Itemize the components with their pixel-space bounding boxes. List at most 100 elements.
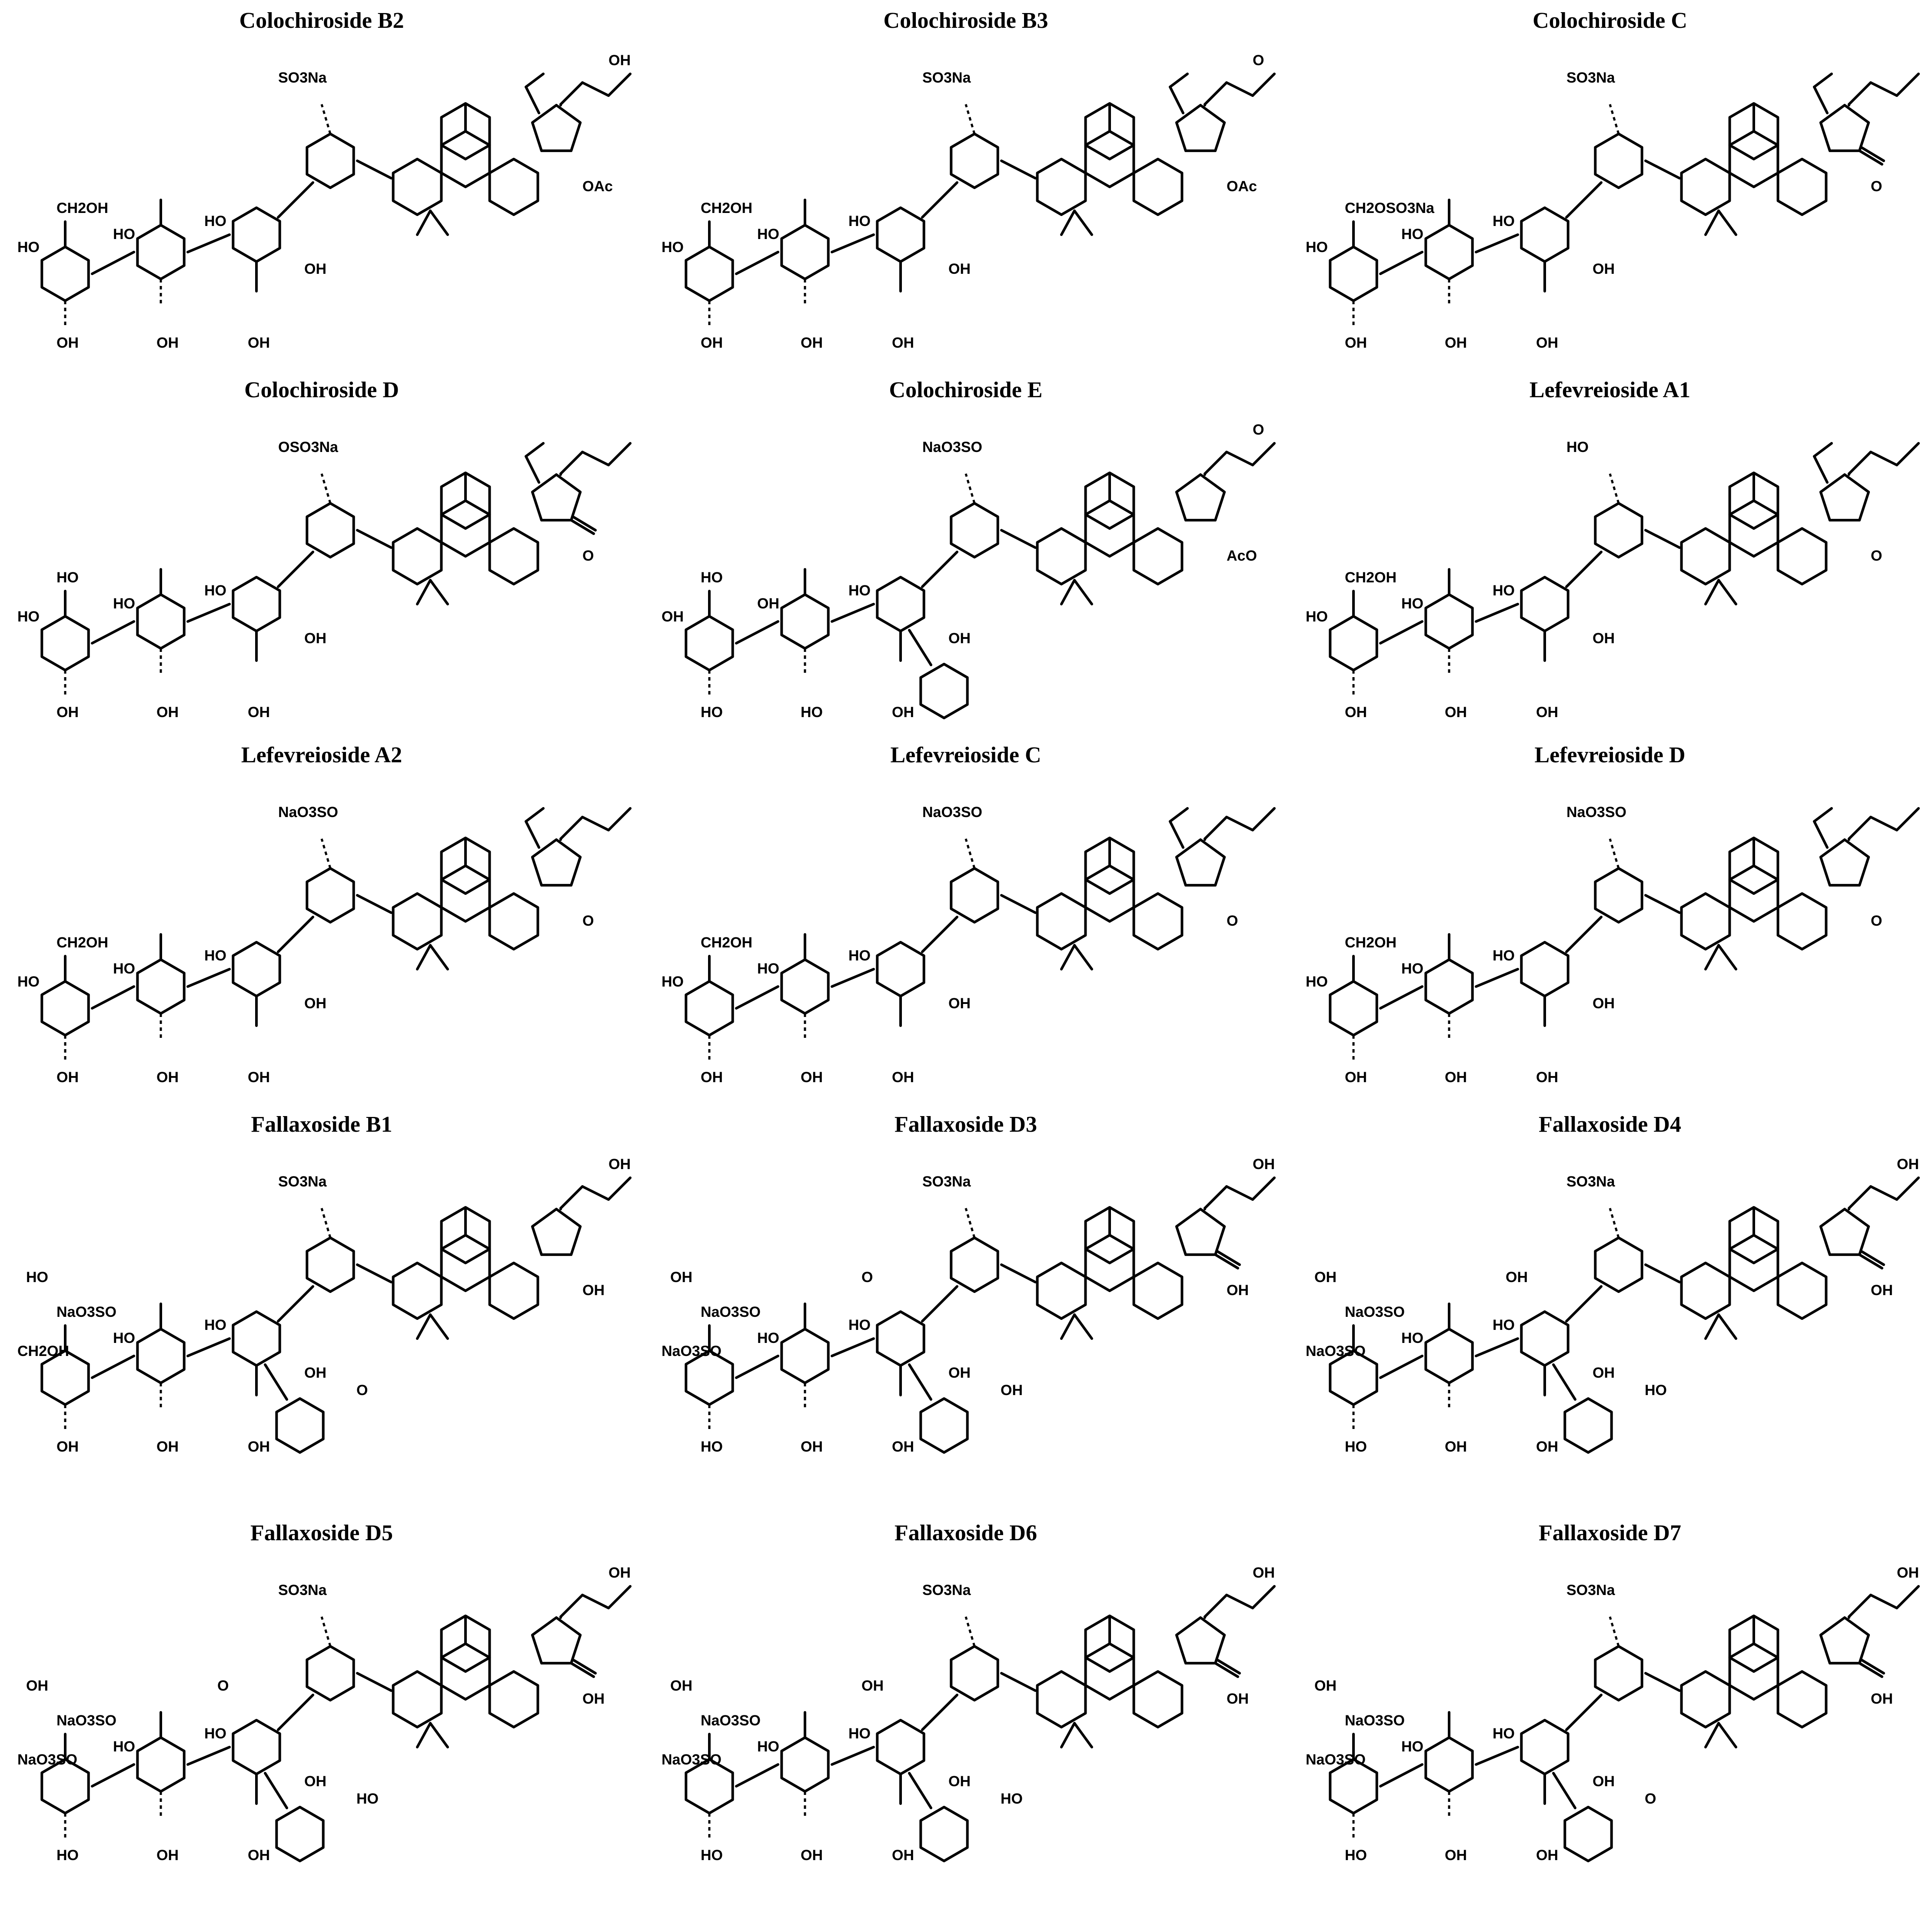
d-ring: [1819, 104, 1870, 152]
core-ring: [1680, 1262, 1731, 1320]
glycosidic-bond: [1379, 251, 1423, 275]
methyl-bond: [1717, 209, 1737, 236]
atom-label: OH: [1445, 1847, 1467, 1864]
glycosidic-bond: [1475, 1337, 1519, 1357]
side-chain-bond: [1895, 442, 1920, 466]
sugar-ring: [232, 576, 281, 632]
compound-name: Fallaxoside D7: [1539, 1521, 1681, 1545]
lactone-bond: [1813, 73, 1833, 88]
core-ring: [1728, 837, 1779, 895]
methyl-bond: [416, 1313, 432, 1340]
glycosidic-bond: [735, 1355, 779, 1379]
aglycone-link: [1644, 160, 1681, 179]
sugar-ring: [306, 502, 355, 558]
methyl-bond: [1717, 579, 1737, 605]
glycosidic-bond: [1565, 551, 1603, 588]
sugar-ring: [950, 133, 999, 189]
carbonyl-bond: [1861, 146, 1885, 162]
sugar-ring: [1329, 980, 1378, 1037]
atom-label: OH: [304, 261, 326, 277]
atom-label: HO: [1401, 1738, 1423, 1755]
lactone-bond: [1813, 820, 1829, 849]
atom-label: HO: [848, 1317, 871, 1333]
side-chain-bond: [1869, 81, 1898, 97]
carbonyl-bond: [1859, 1662, 1883, 1678]
atom-label: OH: [892, 1069, 914, 1086]
methyl-bond: [416, 579, 432, 605]
lactone-bond: [1169, 807, 1189, 823]
atom-label: OH: [1345, 1069, 1367, 1086]
atom-label: HO: [204, 1317, 226, 1333]
d-ring: [1175, 104, 1226, 152]
atom-label: OH: [801, 1847, 823, 1864]
atom-label: OH: [662, 608, 684, 625]
core-ring: [440, 102, 491, 160]
atom-label: OH: [248, 704, 270, 721]
atom-label: OH: [1345, 335, 1367, 351]
methyl-bond: [429, 579, 449, 605]
atom-label: HO: [57, 1847, 79, 1864]
glycosidic-bond: [1565, 181, 1603, 219]
stereo-bond: [320, 838, 332, 869]
glycosidic-bond: [921, 1285, 958, 1323]
methyl-bond: [416, 1722, 432, 1748]
atom-label: HO: [1493, 1317, 1515, 1333]
atom-label: SO3Na: [1566, 1173, 1616, 1190]
atom-label: O: [1253, 52, 1264, 69]
side-chain-bond: [581, 1594, 610, 1609]
d-ring: [531, 1208, 582, 1256]
atom-label: NaO3SO: [1345, 1712, 1405, 1729]
glycosidic-bond: [1379, 1355, 1423, 1379]
methyl-bond: [1717, 1722, 1737, 1748]
atom-label: HO: [1493, 947, 1515, 964]
lactone-bond: [1169, 820, 1184, 849]
lactone-bond: [525, 455, 540, 484]
d-ring: [1819, 473, 1870, 522]
atom-label: OH: [57, 704, 79, 721]
side-chain-bond: [1204, 816, 1228, 840]
stereo-bond: [320, 1208, 332, 1238]
aglycone-link: [1000, 529, 1037, 549]
skeleton: [1329, 73, 1920, 326]
glycosidic-bond: [831, 1746, 875, 1766]
carbonyl-bond: [572, 516, 597, 532]
atom-label: HO: [1306, 974, 1328, 990]
atom-label: HO: [1493, 582, 1515, 599]
side-chain-bond: [581, 81, 610, 97]
core-ring: [488, 1670, 539, 1728]
compound-name: Lefevreioside A2: [241, 743, 402, 768]
skeleton: [1329, 807, 1920, 1060]
stereo-bond: [1609, 838, 1620, 869]
skeleton: [1329, 442, 1920, 695]
stereo-bond: [320, 1616, 332, 1647]
side-chain-bond: [581, 451, 610, 466]
sugar-ring: [1520, 1310, 1570, 1367]
side-chain-bond: [1251, 73, 1276, 97]
lactone-bond: [525, 820, 540, 849]
atom-label: OH: [1871, 1691, 1893, 1707]
atom-label: SO3Na: [1566, 1582, 1616, 1598]
side-chain-bond: [1251, 442, 1276, 466]
atom-label: HO: [113, 960, 135, 977]
glycosidic-bond: [277, 1694, 314, 1731]
atom-label: CH2OSO3Na: [1345, 200, 1435, 216]
skeleton: [685, 807, 1276, 1060]
atom-label: O: [1645, 1791, 1656, 1807]
skeleton: [685, 73, 1276, 326]
atom-label: OH: [1897, 1156, 1919, 1173]
compound-name: Colochiroside B3: [883, 8, 1048, 33]
skeleton: [40, 807, 632, 1060]
methyl-bond: [1060, 944, 1076, 970]
sugar-ring: [275, 1806, 325, 1862]
atom-label: AcO: [1227, 548, 1257, 564]
side-chain-bond: [559, 1185, 584, 1210]
skeleton: [1329, 1585, 1920, 1862]
atom-label: OH: [609, 1565, 631, 1581]
atom-label: NaO3SO: [1345, 1304, 1405, 1320]
sugar-ring: [232, 941, 281, 997]
